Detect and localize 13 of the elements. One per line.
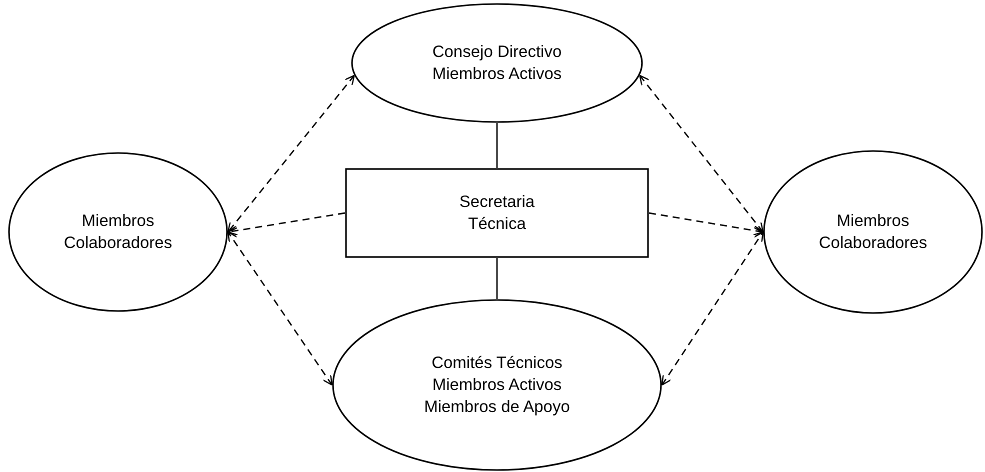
node-label: Consejo Directivo Miembros Activos [431,42,563,85]
arrow [661,231,764,386]
arrow [639,74,764,233]
arrow [227,231,333,386]
arrow [227,212,346,236]
connector-line [496,123,498,168]
node-label: Miembros Colaboradores [818,211,928,254]
node-label: Secretaria Técnica [458,192,536,235]
arrow [227,74,355,233]
node-label: Miembros Colaboradores [62,211,174,254]
node-label: Comités Técnicos Miembros Activos Miembros de Apoyo [423,353,571,418]
arrow [648,212,764,236]
connector-line [496,258,498,299]
